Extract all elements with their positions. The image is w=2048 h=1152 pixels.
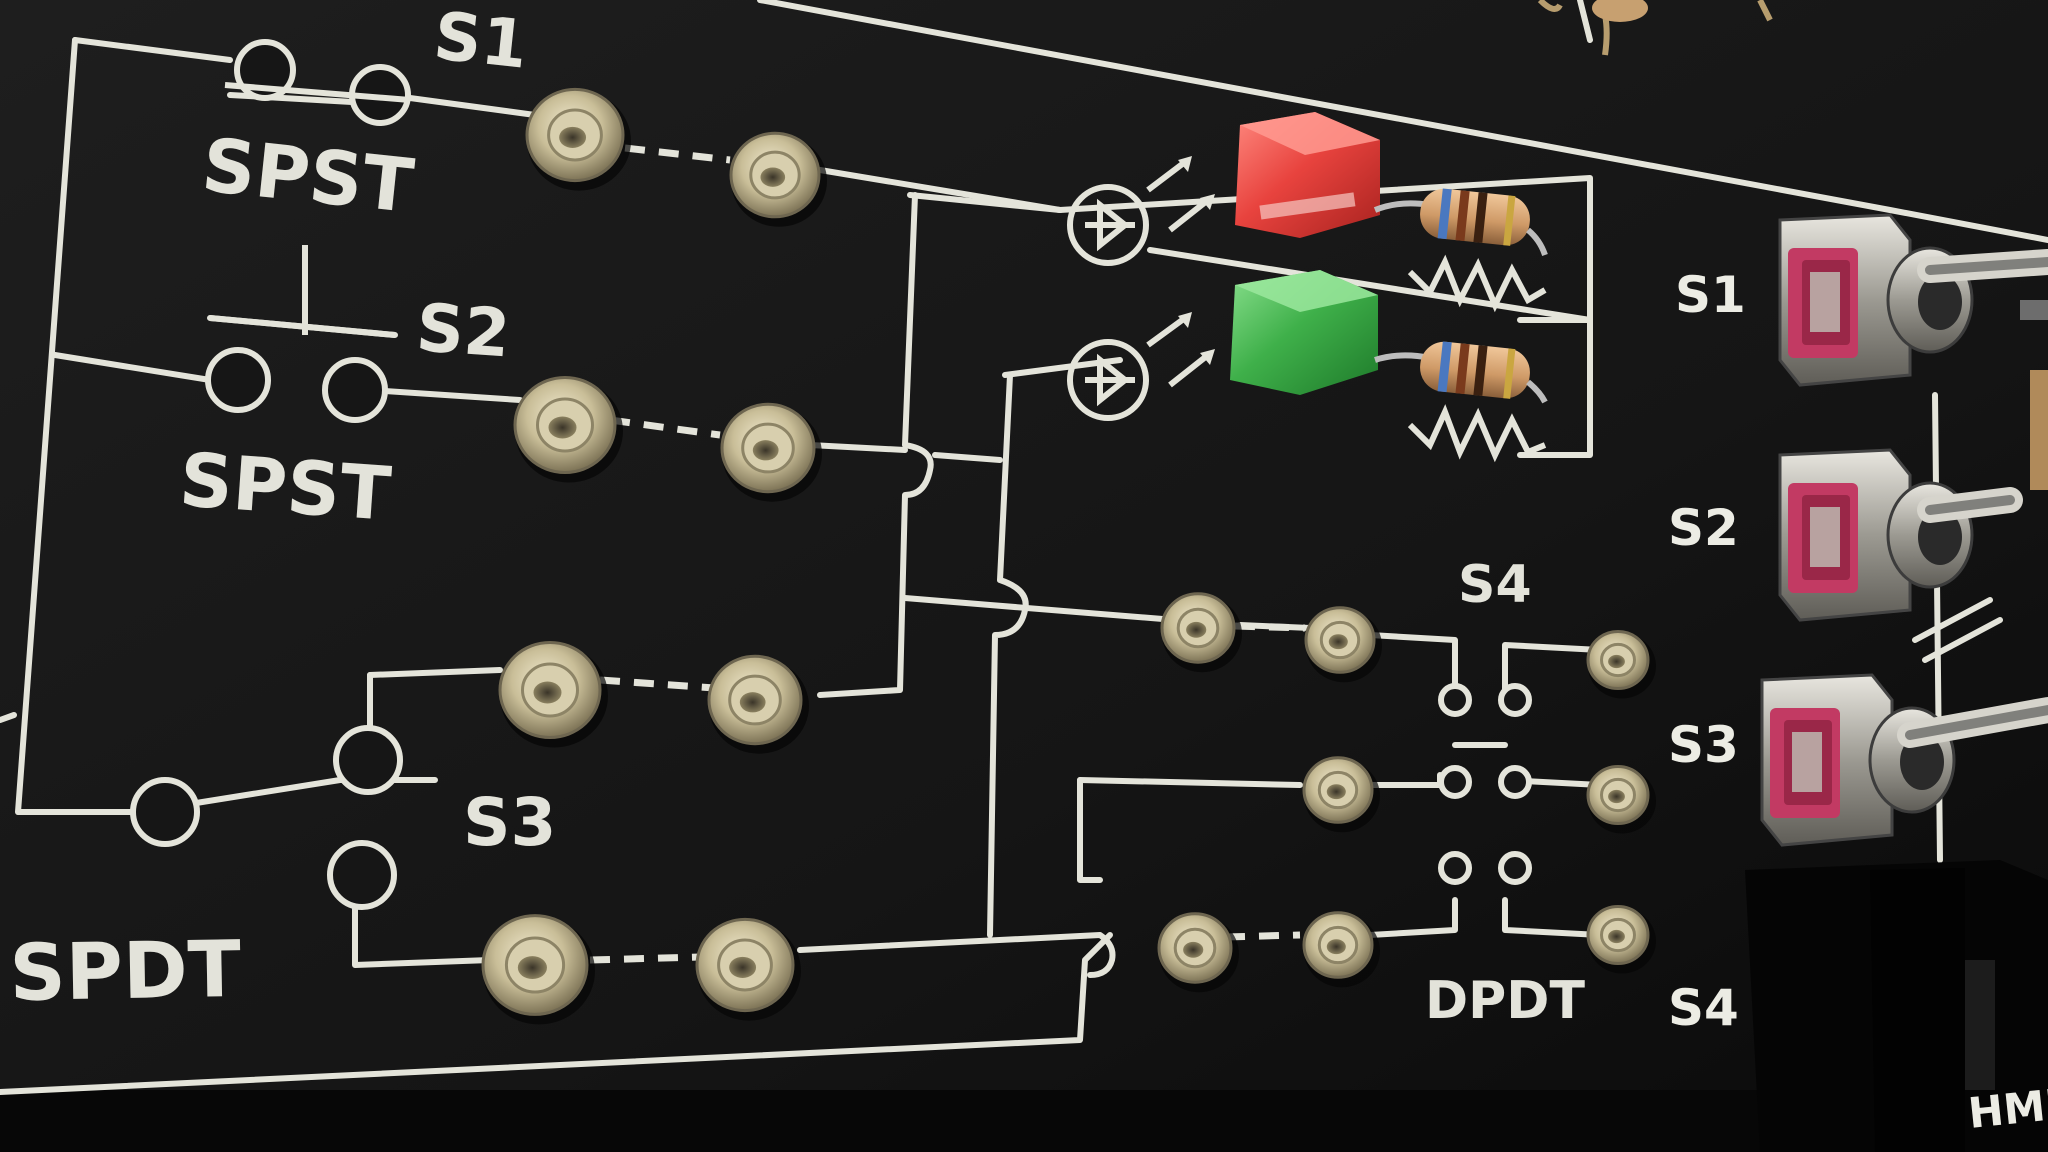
connector-block [1745,860,2048,1152]
resistor-zigzag-icon [1407,254,1547,463]
terminal-post [1304,606,1382,683]
terminal-post [1586,630,1656,699]
resistor-2 [1374,341,1548,404]
label-spst-2: SPST [177,437,394,538]
label-s4: S4 [1458,555,1532,615]
bottom-edge-shadow [0,1090,2048,1152]
terminal-post [525,87,631,191]
right-edge-parts [2020,300,2048,490]
toggle-switch [1778,213,2048,387]
terminal-post [695,917,801,1021]
label-s3: S3 [463,784,556,861]
terminal-post [498,641,608,748]
switch-contacts [130,39,1532,910]
top-component [1592,0,1648,22]
green-led [1230,270,1378,395]
terminal-post [1160,592,1242,673]
label-dpdt: DPDT [1425,971,1585,1031]
toggle-switch-icon [1760,213,2048,847]
red-led [1235,112,1380,238]
toggle-switch [1778,448,2023,622]
label-s2: S2 [414,289,513,372]
terminal-post [513,376,623,483]
side-label-s1: S1 [1675,266,1746,324]
terminal-post [481,914,595,1025]
terminal-post [729,131,827,227]
side-label-s3: S3 [1668,716,1739,774]
terminals [481,87,1656,1025]
terminal-post [1157,912,1239,993]
terminal-post [720,402,822,502]
terminal-post [1302,911,1380,988]
traces [0,0,2048,1095]
terminal-post [1586,905,1656,974]
label-s1: S1 [430,0,531,84]
led-arrowheads [1178,156,1215,365]
terminal-post [1302,756,1380,833]
dashed-links [589,144,1306,964]
terminal-post [1586,765,1656,834]
label-spdt: SPDT [9,925,242,1019]
resistor-1 [1373,188,1548,257]
corner-text: HM'S [1966,1077,2048,1138]
toggle-switch [1760,673,2048,847]
side-label-s2: S2 [1668,499,1739,557]
led-diode-icon [1067,159,1210,421]
terminal-post [707,654,809,754]
side-label-s4: S4 [1668,979,1739,1037]
